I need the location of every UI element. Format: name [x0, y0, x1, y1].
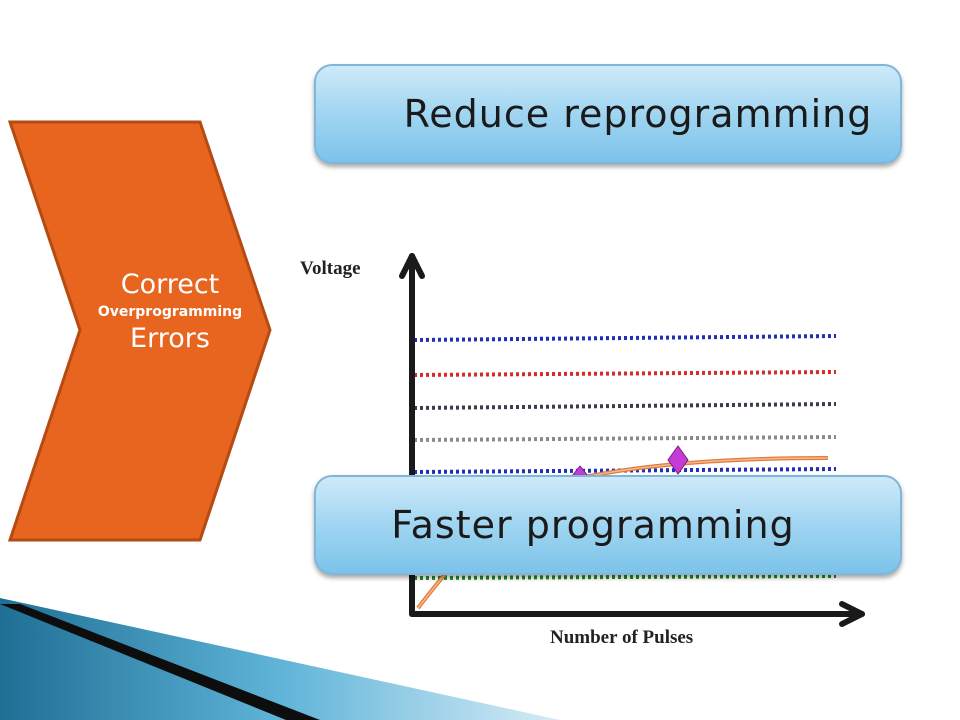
y-axis-label: Voltage [300, 258, 361, 279]
x-axis-label: Number of Pulses [550, 627, 694, 648]
chevron-line-1: Correct [120, 269, 220, 300]
reduce-reprogramming-box: Reduce reprogramming [314, 64, 902, 164]
reduce-reprogramming-label: Reduce reprogramming [403, 92, 873, 136]
chevron-shape [7, 120, 272, 542]
level-line [413, 574, 837, 580]
faster-programming-box: Faster programming [314, 475, 902, 575]
chevron-label: Correct Overprogramming Errors [88, 268, 252, 356]
x-axis-arrowhead [839, 601, 865, 627]
y-axis-arrowhead [399, 253, 425, 279]
level-line [413, 402, 837, 410]
decorative-wedge [0, 598, 560, 720]
level-line [413, 370, 837, 377]
level-line [413, 435, 837, 442]
chevron-line-2: Overprogramming [97, 304, 243, 320]
faster-programming-label: Faster programming [391, 503, 795, 547]
decorative-dark-stripe [0, 604, 320, 720]
marker-diamond [667, 445, 689, 475]
level-line [413, 334, 837, 342]
chevron-line-3: Errors [130, 323, 210, 354]
